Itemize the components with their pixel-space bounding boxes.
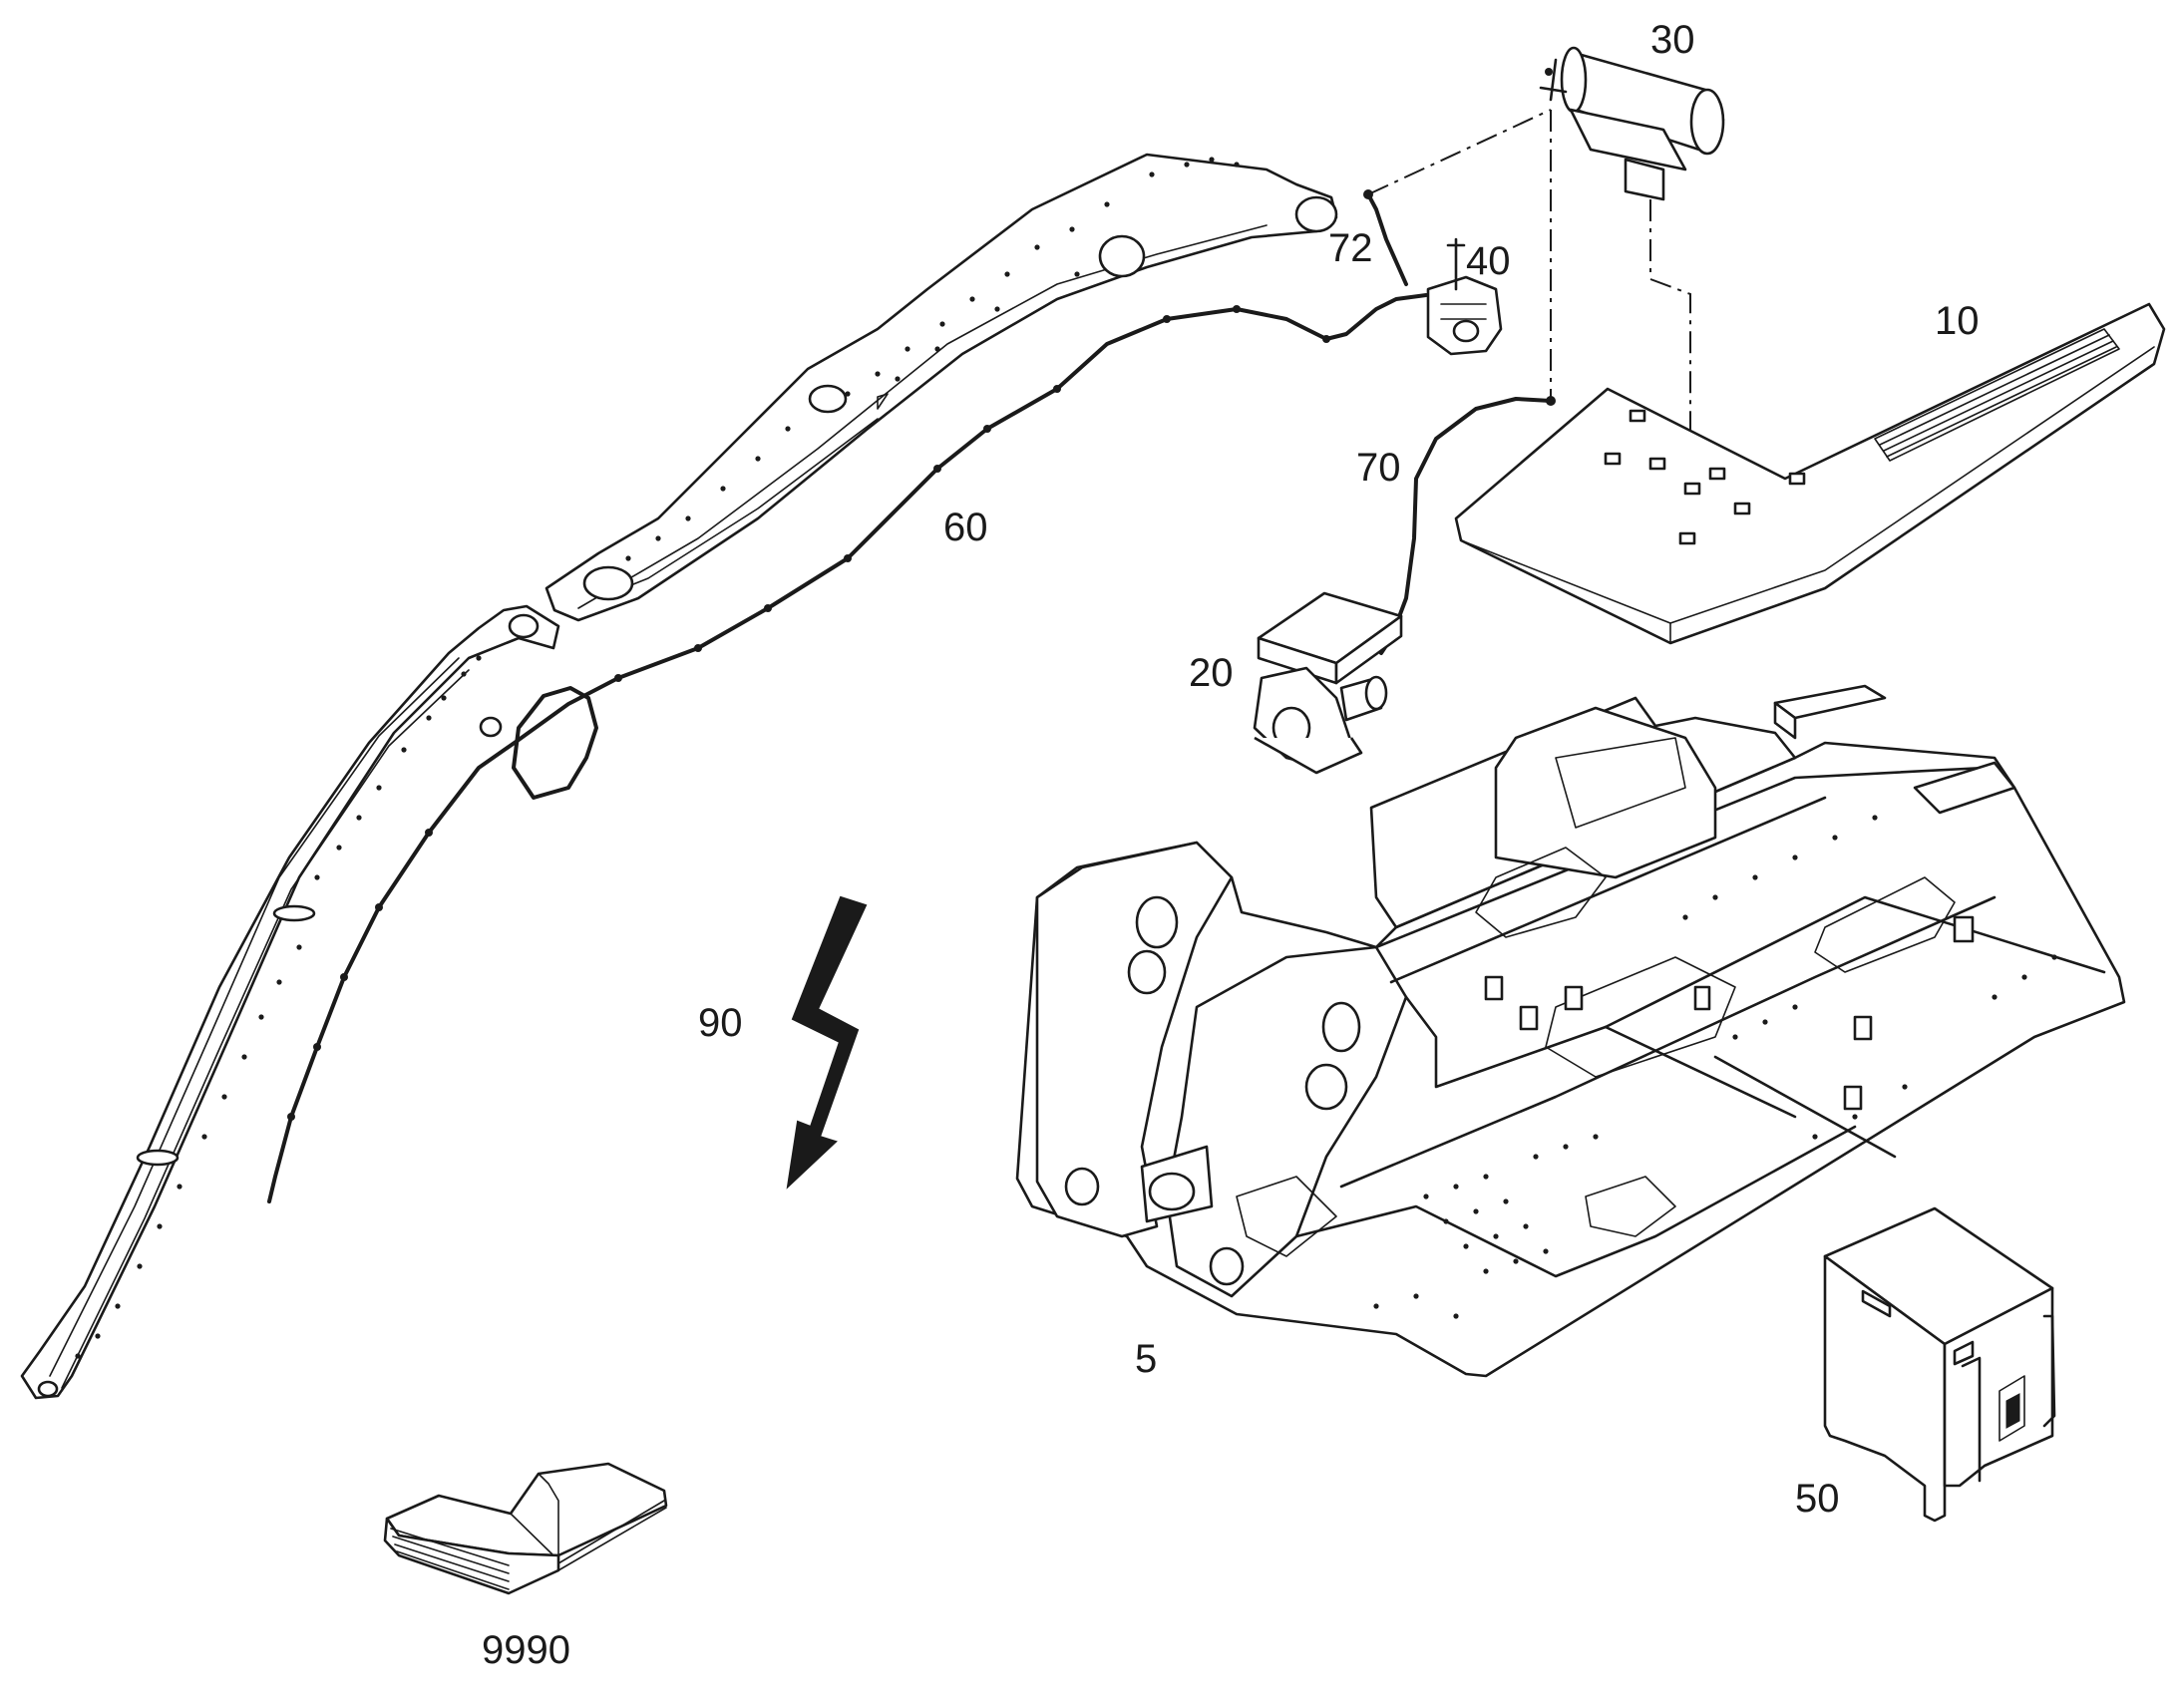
callout-72: 72 — [1328, 226, 1373, 270]
callout-60: 60 — [943, 506, 988, 549]
callout-9990: 9990 — [482, 1628, 570, 1672]
cover-mount-pads — [1604, 409, 1806, 545]
callout-30: 30 — [1650, 18, 1695, 62]
callout-5: 5 — [1135, 1337, 1157, 1381]
callout-50: 50 — [1795, 1477, 1840, 1521]
callout-10: 10 — [1935, 299, 1980, 343]
cover-plate-10 — [1454, 302, 2166, 645]
valve-40 — [1426, 237, 1503, 356]
arm-stick — [20, 604, 560, 1400]
boom — [545, 153, 1338, 622]
cylinder-30 — [1539, 46, 1725, 201]
lightning-arrow-icon — [786, 895, 868, 1190]
callout-70: 70 — [1356, 446, 1401, 490]
callout-90: 90 — [698, 1001, 743, 1045]
wire-harness-60 — [267, 189, 1428, 1203]
upper-frame-5 — [1015, 684, 2126, 1378]
leader-lines — [1367, 109, 1691, 533]
swivel-joint-20 — [1253, 591, 1403, 775]
open-book-icon — [383, 1462, 668, 1595]
callout-20: 20 — [1189, 651, 1234, 695]
callout-40: 40 — [1466, 239, 1511, 283]
callout-labels: 5 10 20 30 40 50 60 70 72 90 9990 — [482, 18, 1980, 1672]
vent-grille — [1874, 328, 2120, 462]
cabinet-50 — [1823, 1206, 2056, 1523]
